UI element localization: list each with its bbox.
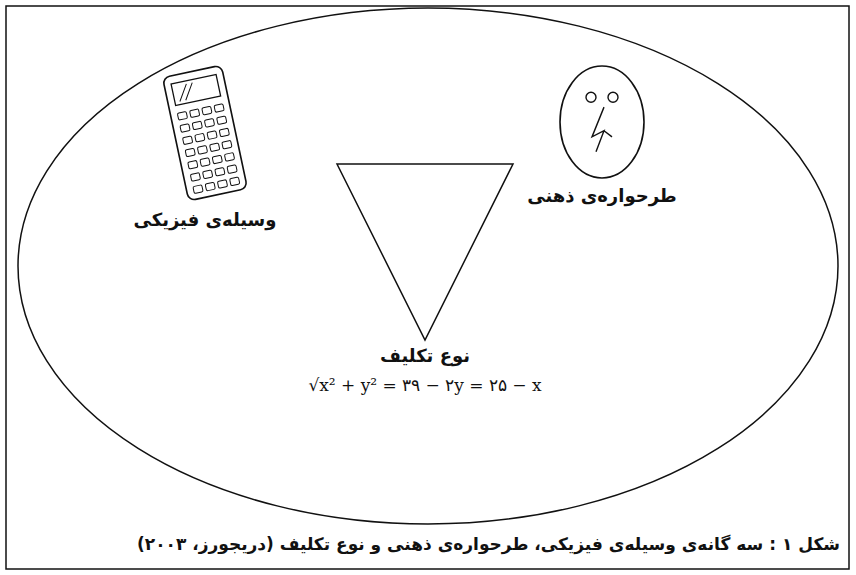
outer-frame <box>6 6 849 569</box>
node-label: نوع تکلیف <box>300 344 549 368</box>
calculator-figure-outline <box>145 58 265 208</box>
figure-caption: شکل ۱ : سه گانه‌ی وسیله‌ی فیزیکی، طرحوار… <box>137 534 840 554</box>
task-triangle-outline <box>333 160 517 344</box>
equation: √x² + y² = ۳۹ − ۲y = ۲۵ − x <box>300 374 549 397</box>
node-label: وسیله‌ی فیزیکی <box>125 208 284 232</box>
calculator-figure: وسیله‌ی فیزیکی <box>125 58 284 232</box>
mental-schema-face-outline <box>554 60 650 184</box>
enclosing-ellipse <box>18 8 838 524</box>
mental-schema-face: طرحواره‌ی ذهنی <box>519 60 685 208</box>
node-label: طرحواره‌ی ذهنی <box>519 184 685 208</box>
task-triangle: نوع تکلیف √x² + y² = ۳۹ − ۲y = ۲۵ − x <box>300 160 549 397</box>
